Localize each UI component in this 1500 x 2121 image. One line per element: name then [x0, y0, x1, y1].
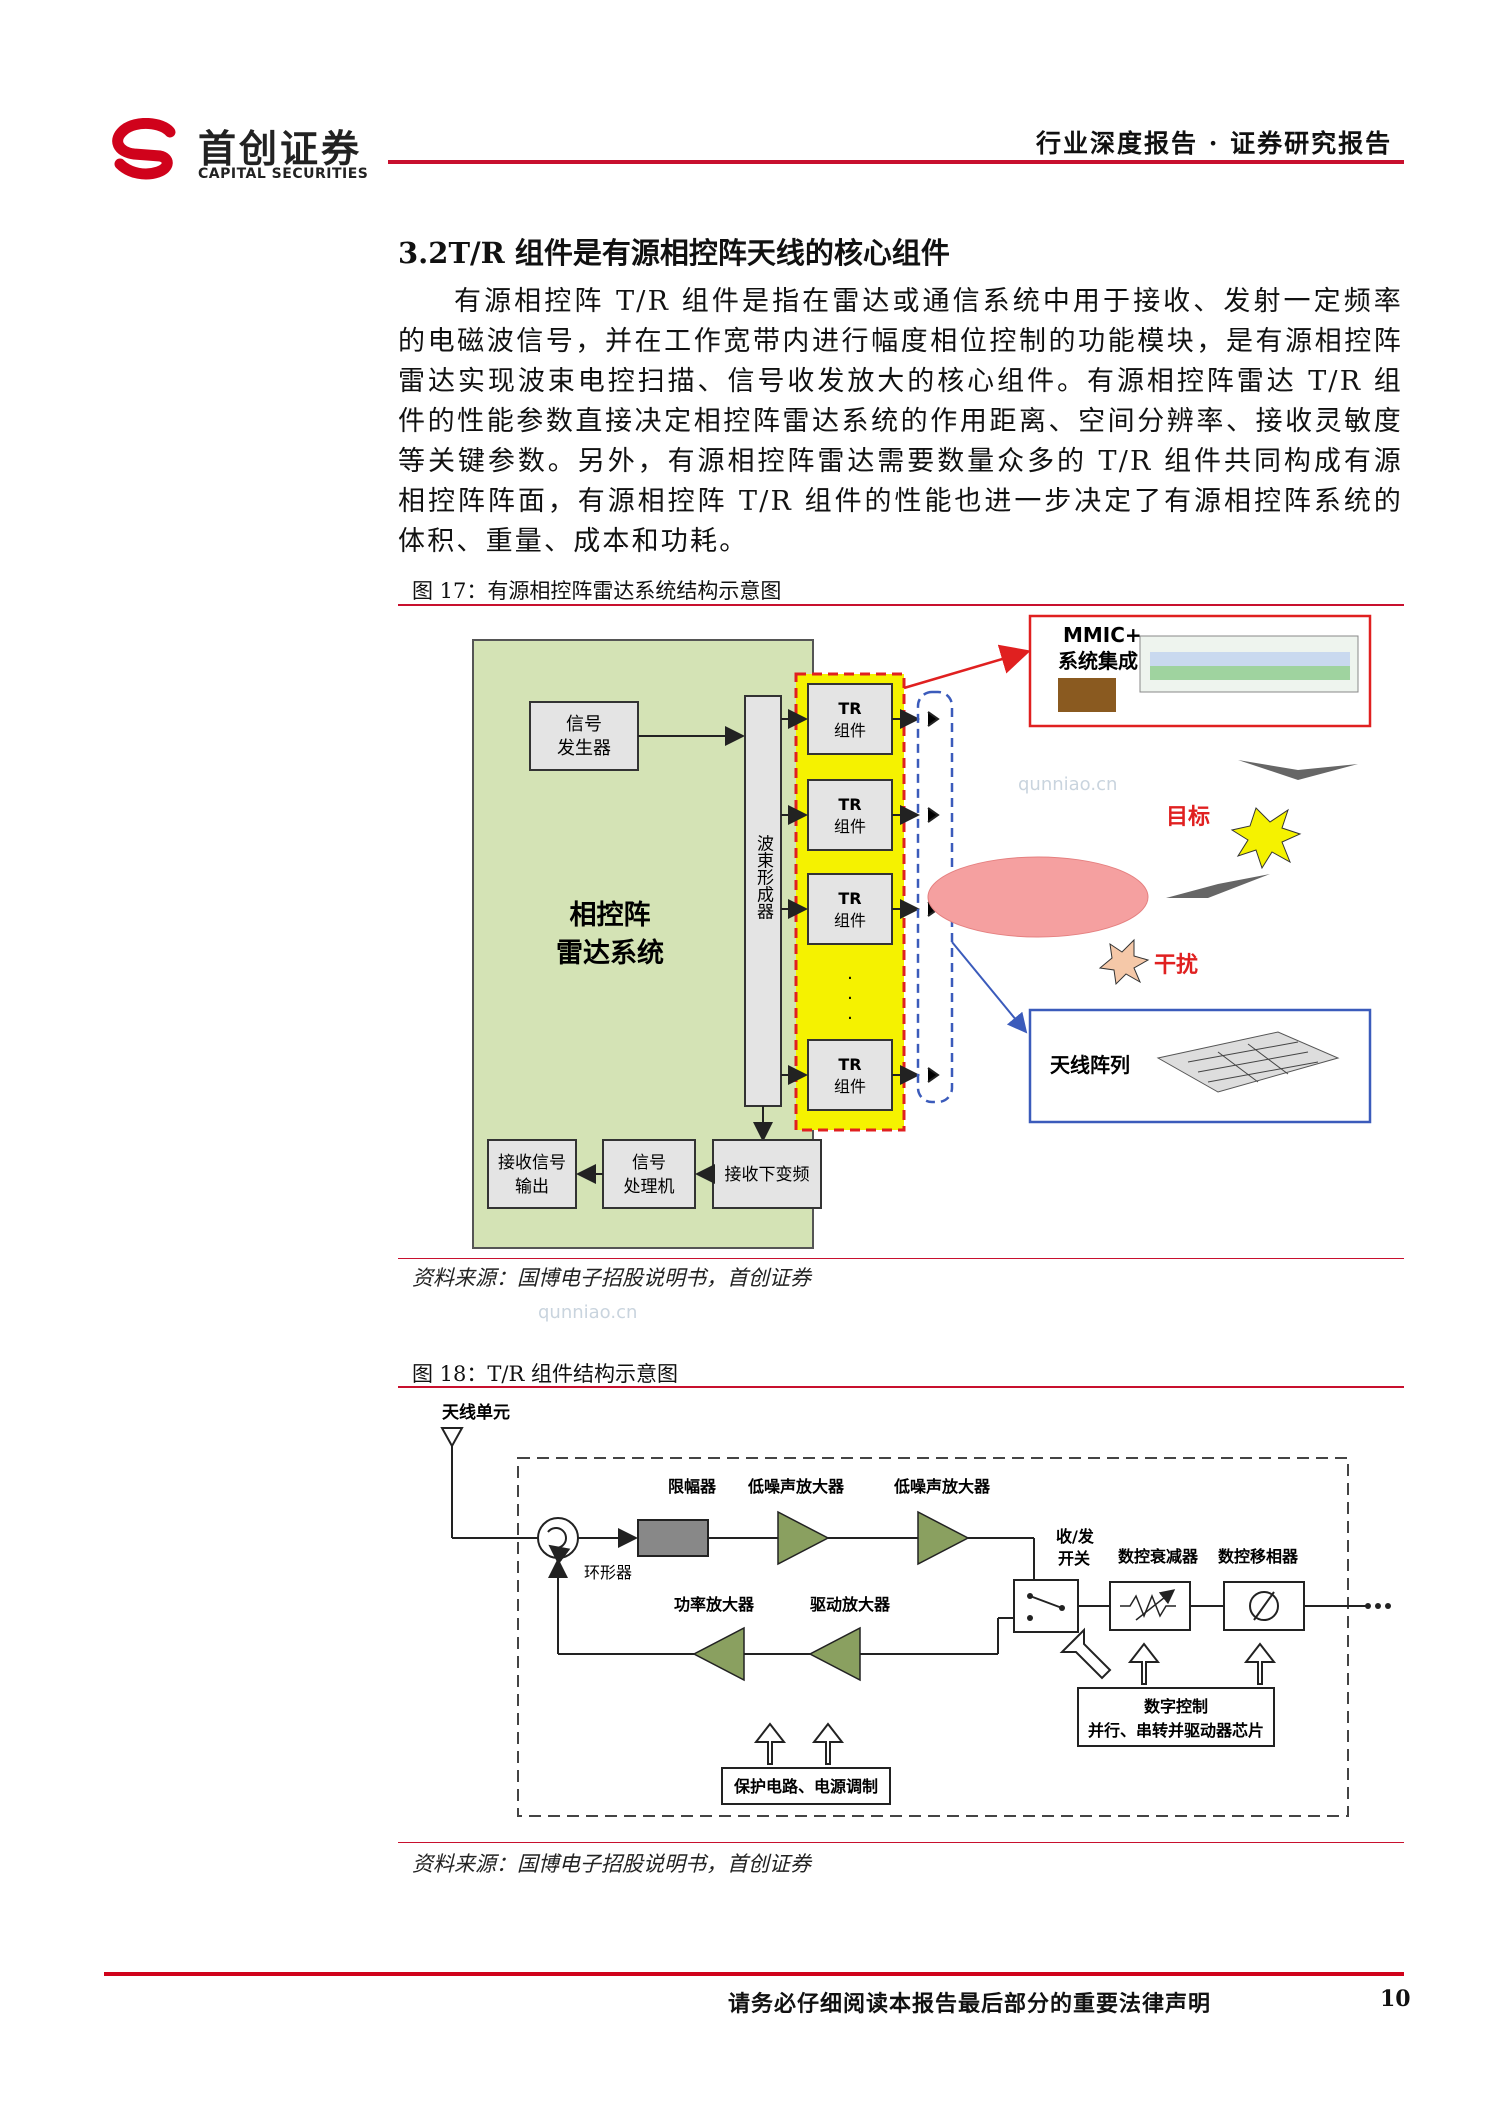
- svg-text:组件: 组件: [834, 911, 866, 930]
- up-arrow-icon: [1243, 1642, 1277, 1685]
- figure18-source: 资料来源：国博电子招股说明书，首创证券: [412, 1852, 811, 1876]
- up-arrow-icon: [753, 1722, 787, 1765]
- svg-text:接收信号: 接收信号: [498, 1153, 566, 1173]
- svg-text:低噪声放大器: 低噪声放大器: [893, 1477, 991, 1496]
- signal-gen-label-2: 发生器: [557, 738, 611, 759]
- logo-text-cn: 首创证券: [198, 127, 363, 171]
- system-label-1: 相控阵: [570, 900, 651, 931]
- svg-text:系统集成: 系统集成: [1058, 649, 1138, 673]
- figure18-diagram: 天线单元 环形器 限幅器 低噪声放大器 低噪声放大器 收/发 开关 数控衰减器 …: [440, 1402, 1391, 1817]
- signal-processor-box: [602, 1139, 696, 1209]
- txrx-switch-box: [1013, 1579, 1079, 1633]
- section-title: 3.2T/R 组件是有源相控阵天线的核心组件: [398, 236, 950, 270]
- rx-output-box: [487, 1139, 577, 1209]
- svg-text:并行、串转并驱动器芯片: 并行、串转并驱动器芯片: [1088, 1721, 1264, 1740]
- svg-text:开关: 开关: [1058, 1549, 1090, 1568]
- logo-icon: [112, 118, 176, 180]
- beamformer-label: 波束形成器: [753, 834, 774, 919]
- tr-module-enclosure: [517, 1457, 1349, 1817]
- antenna-icon: [440, 1427, 464, 1538]
- report-type: 行业深度报告 · 证券研究报告: [1036, 129, 1393, 158]
- svg-text:收/发: 收/发: [1056, 1527, 1095, 1546]
- svg-text:TR: TR: [838, 699, 861, 718]
- svg-text:低噪声放大器: 低噪声放大器: [747, 1477, 845, 1496]
- figure17-caption: 图 17：有源相控阵雷达系统结构示意图: [412, 579, 782, 603]
- header-rule: [388, 160, 1404, 164]
- logo-text-en: CAPITAL SECURITIES: [198, 166, 369, 182]
- svg-text:组件: 组件: [834, 817, 866, 836]
- diagonal-arrow-icon: [1059, 1627, 1112, 1680]
- svg-text:·: ·: [847, 988, 853, 1009]
- svg-text:信号: 信号: [632, 1153, 666, 1173]
- up-arrow-icon: [1127, 1642, 1161, 1685]
- svg-text:接收下变频: 接收下变频: [725, 1165, 810, 1185]
- svg-text:组件: 组件: [834, 721, 866, 740]
- protection-box: [721, 1767, 891, 1805]
- page-number: 10: [1380, 1986, 1411, 2012]
- downconverter-box: [712, 1139, 822, 1209]
- up-arrow-icon: [811, 1722, 845, 1765]
- tr-module: TR 组件: [807, 683, 893, 755]
- svg-text:输出: 输出: [515, 1177, 549, 1197]
- target-label: 目标: [1166, 804, 1210, 830]
- body-text: 有源相控阵 T/R 组件是指在雷达或通信系统中用于接收、发射一定频率的电磁波信号…: [398, 286, 1403, 557]
- footer-rule: [104, 1972, 1404, 1976]
- aircraft-icon: [1238, 760, 1358, 780]
- svg-text:MMIC+: MMIC+: [1063, 623, 1142, 647]
- attenuator-box: [1109, 1581, 1191, 1631]
- system-label-2: 雷达系统: [556, 937, 664, 969]
- svg-text:qunniao.cn: qunniao.cn: [1018, 774, 1117, 795]
- svg-text:TR: TR: [838, 795, 861, 814]
- tr-module: TR 组件: [807, 873, 893, 945]
- figure17-source: 资料来源：国博电子招股说明书，首创证券: [412, 1266, 811, 1290]
- svg-text:·: ·: [847, 1008, 853, 1029]
- jamming-label: 干扰: [1154, 953, 1198, 978]
- svg-text:驱动放大器: 驱动放大器: [810, 1595, 891, 1614]
- tr-module: TR 组件: [807, 1039, 893, 1111]
- figure17-top-rule: [398, 604, 1404, 606]
- digital-control-box: [1077, 1687, 1275, 1747]
- svg-text:天线阵列: 天线阵列: [1050, 1053, 1130, 1077]
- circulator-icon: [537, 1517, 579, 1559]
- aircraft-icon: [1166, 874, 1270, 898]
- svg-text:保护电路、电源调制: 保护电路、电源调制: [733, 1777, 878, 1796]
- header: 首创证券 CAPITAL SECURITIES 行业深度报告 · 证券研究报告: [0, 0, 1500, 190]
- footer-disclaimer: 请务必仔细阅读本报告最后部分的重要法律声明: [728, 1991, 1212, 2017]
- signal-generator-box: [529, 701, 639, 771]
- figure18-bottom-rule: [398, 1842, 1404, 1843]
- power-amplifier-icon: [692, 1626, 745, 1682]
- svg-text:数控衰减器: 数控衰减器: [1118, 1547, 1199, 1566]
- watermark-text: qunniao.cn: [538, 1302, 638, 1323]
- svg-text:环形器: 环形器: [584, 1563, 632, 1582]
- figure18-caption: 图 18：T/R 组件结构示意图: [412, 1362, 678, 1386]
- antenna-unit-label: 天线单元: [442, 1402, 510, 1423]
- svg-text:限幅器: 限幅器: [668, 1477, 717, 1496]
- body-paragraph: 有源相控阵 T/R 组件是指在雷达或通信系统中用于接收、发射一定频率的电磁波信号…: [398, 282, 1403, 562]
- figure17-bottom-rule: [398, 1258, 1404, 1259]
- jamming-icon: [1098, 938, 1150, 986]
- figure17-diagram: 信号 发生器 相控阵 雷达系统 波束形成器 TR 组件 TR 组件 TR 组件 …: [472, 614, 1372, 1249]
- svg-text:TR: TR: [838, 1055, 861, 1074]
- svg-text:·: ·: [847, 968, 853, 989]
- svg-text:数控移相器: 数控移相器: [1218, 1547, 1299, 1566]
- beamformer-box: [744, 695, 782, 1107]
- lna-amplifier-icon: [917, 1510, 970, 1566]
- beam-lobe: [927, 856, 1149, 938]
- explosion-icon: [1230, 807, 1302, 870]
- svg-text:功率放大器: 功率放大器: [674, 1595, 755, 1614]
- driver-amplifier-icon: [808, 1626, 861, 1682]
- svg-text:数字控制: 数字控制: [1144, 1697, 1208, 1716]
- signal-gen-label-1: 信号: [566, 714, 602, 735]
- lna-amplifier-icon: [777, 1510, 830, 1566]
- svg-text:处理机: 处理机: [624, 1177, 675, 1197]
- tr-module: TR 组件: [807, 779, 893, 851]
- limiter-box: [637, 1519, 709, 1557]
- figure18-top-rule: [398, 1386, 1404, 1388]
- svg-text:组件: 组件: [834, 1077, 866, 1096]
- svg-text:TR: TR: [838, 889, 861, 908]
